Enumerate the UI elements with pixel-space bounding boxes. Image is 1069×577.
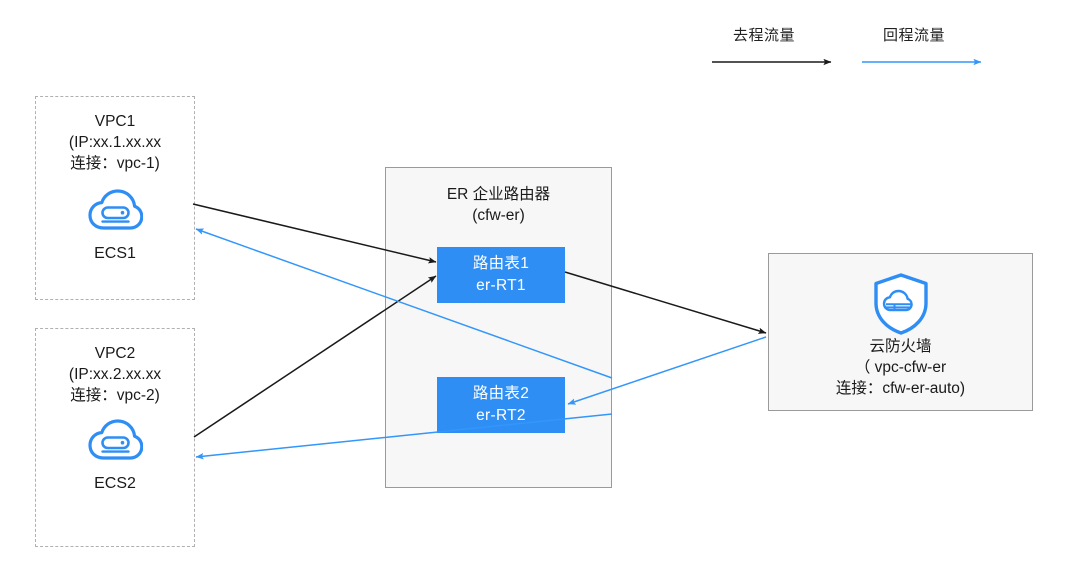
route-table-1-box[interactable]: 路由表1 er-RT1	[437, 247, 565, 303]
vpc1-group: VPC1 (IP:xx.1.xx.xx 连接：vpc-1) ECS1	[35, 96, 195, 300]
vpc1-title: VPC1 (IP:xx.1.xx.xx 连接：vpc-1)	[68, 113, 162, 172]
legend-forward-label: 去程流量	[733, 27, 796, 44]
cloud-firewall-title: 云防火墙 （ vpc-cfw-er 连接：cfw-er-auto)	[835, 338, 966, 397]
ecs2-label: ECS2	[94, 475, 136, 492]
ecs1-label: ECS1	[94, 245, 136, 262]
ecs-cloud-icon	[87, 417, 144, 468]
ecs-cloud-icon	[87, 187, 144, 238]
legend-return-label: 回程流量	[883, 27, 946, 44]
route-table-2-box[interactable]: 路由表2 er-RT2	[437, 377, 565, 433]
vpc2-title: VPC2 (IP:xx.2.xx.xx 连接：vpc-2)	[68, 345, 162, 404]
cloud-firewall-group: 云防火墙 （ vpc-cfw-er 连接：cfw-er-auto)	[768, 253, 1033, 411]
shield-firewall-icon	[870, 272, 932, 341]
enterprise-router-group: ER 企业路由器 (cfw-er)	[385, 167, 612, 488]
vpc2-group: VPC2 (IP:xx.2.xx.xx 连接：vpc-2) ECS2	[35, 328, 195, 547]
enterprise-router-title: ER 企业路由器 (cfw-er)	[446, 186, 551, 224]
